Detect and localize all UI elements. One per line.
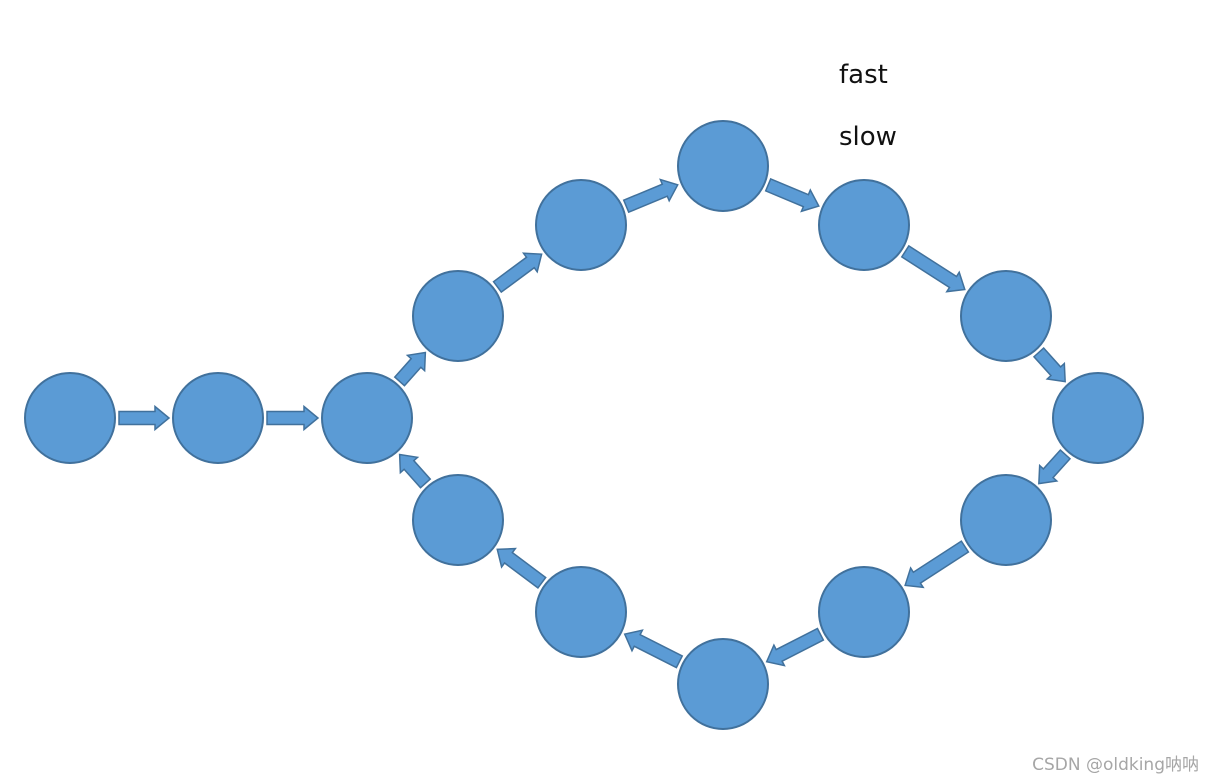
watermark: CSDN @oldking呐呐 [1032,755,1199,775]
list-node-2 [321,372,413,464]
list-node-12 [535,566,627,658]
list-node-10 [818,566,910,658]
list-node-0 [24,372,116,464]
list-node-6 [818,179,910,271]
arrow-10-to-11 [765,627,825,667]
nodes-layer [24,120,1144,730]
list-node-3 [412,270,504,362]
arrow-2-to-3 [393,351,427,387]
list-node-7 [960,270,1052,362]
arrow-3-to-4 [492,252,543,294]
list-node-13 [412,474,504,566]
list-node-5 [677,120,769,212]
arrow-5-to-6 [764,177,820,213]
arrow-7-to-8 [1032,346,1066,383]
arrow-1-to-2 [266,404,320,432]
arrow-0-to-1 [118,404,171,432]
fast-pointer-label: fast [839,60,888,90]
arrow-6-to-7 [900,244,966,293]
arrow-4-to-5 [622,178,679,214]
arrow-13-to-2 [398,453,432,489]
list-node-1 [172,372,264,464]
slow-pointer-label: slow [839,122,897,152]
arrow-8-to-9 [1038,448,1072,485]
arrow-9-to-10 [904,540,970,589]
list-node-8 [1052,372,1144,464]
arrow-12-to-13 [496,547,547,589]
arrow-11-to-12 [623,629,684,669]
list-node-9 [960,474,1052,566]
list-node-4 [535,179,627,271]
arrows-layer [118,177,1072,669]
list-node-11 [677,638,769,730]
